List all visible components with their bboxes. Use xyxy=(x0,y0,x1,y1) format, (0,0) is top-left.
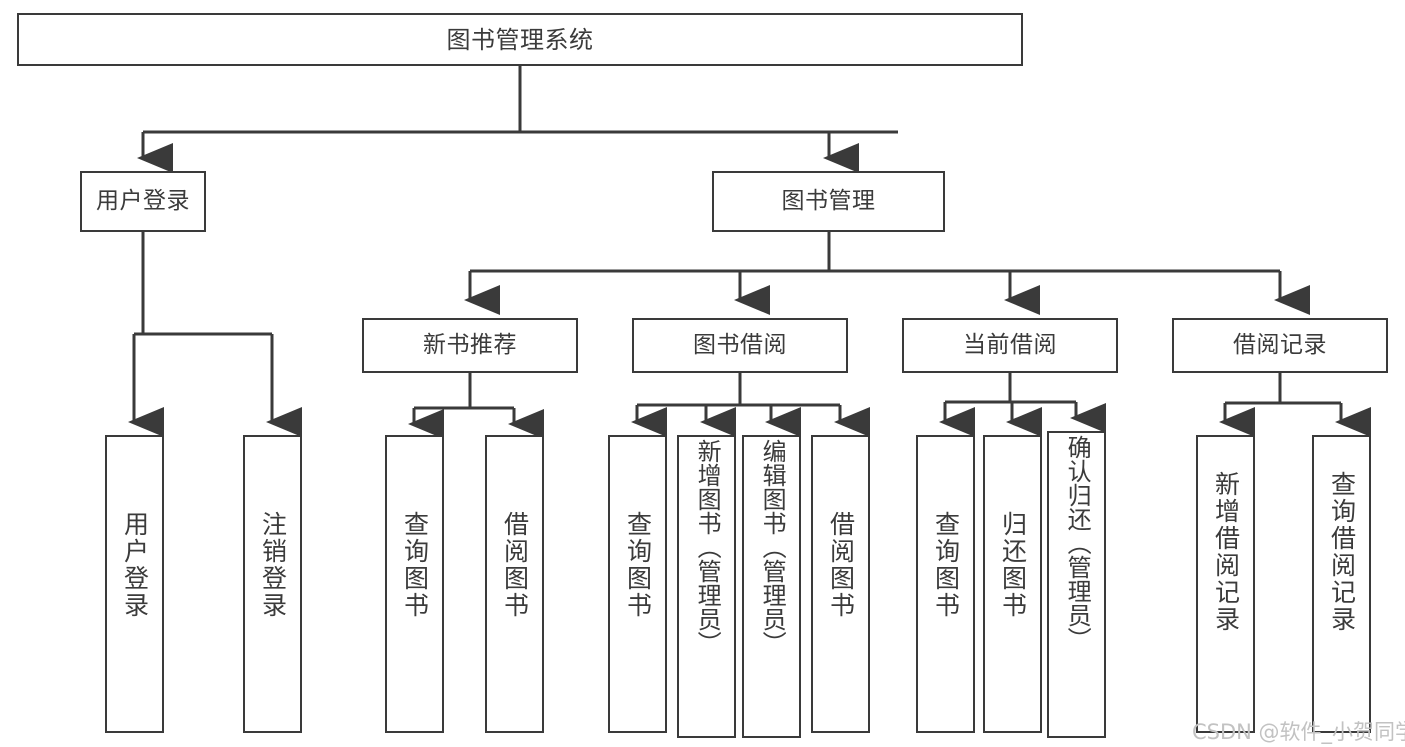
node-root[interactable]: 图书管理系统 xyxy=(17,13,1023,66)
leaf-logout-login[interactable]: 注销登录 xyxy=(243,435,302,733)
node-root-label: 图书管理系统 xyxy=(446,25,594,54)
leaf-borrow-book-2[interactable]: 借阅图书 xyxy=(811,435,870,733)
leaf-query-book-2[interactable]: 查询图书 xyxy=(608,435,667,733)
leaf-add-record[interactable]: 新增借阅记录 xyxy=(1196,435,1255,733)
leaf-confirm-return[interactable]: 确认归还（管理员） xyxy=(1047,431,1106,738)
node-borrow-record[interactable]: 借阅记录 xyxy=(1172,318,1388,373)
leaf-confirm-return-label: 确认归还（管理员） xyxy=(1063,435,1092,651)
node-book-manage-label: 图书管理 xyxy=(781,188,876,214)
node-current-borrow-label: 当前借阅 xyxy=(963,332,1057,358)
leaf-edit-book-label: 编辑图书（管理员） xyxy=(758,439,787,655)
leaf-user-login-label: 用户登录 xyxy=(120,511,150,619)
leaf-query-book-1[interactable]: 查询图书 xyxy=(385,435,444,733)
leaf-query-book-2-label: 查询图书 xyxy=(623,511,653,619)
leaf-return-book[interactable]: 归还图书 xyxy=(983,435,1042,733)
node-current-borrow[interactable]: 当前借阅 xyxy=(902,318,1118,373)
leaf-add-record-label: 新增借阅记录 xyxy=(1211,471,1241,633)
leaf-query-record-label: 查询借阅记录 xyxy=(1327,471,1357,633)
leaf-query-book-3[interactable]: 查询图书 xyxy=(916,435,975,733)
leaf-edit-book[interactable]: 编辑图书（管理员） xyxy=(742,435,801,738)
node-user-login-label: 用户登录 xyxy=(96,188,190,214)
leaf-query-book-3-label: 查询图书 xyxy=(931,511,961,619)
node-borrow-record-label: 借阅记录 xyxy=(1233,332,1327,358)
leaf-borrow-book-1[interactable]: 借阅图书 xyxy=(485,435,544,733)
node-book-borrow-label: 图书借阅 xyxy=(693,332,787,358)
leaf-borrow-book-2-label: 借阅图书 xyxy=(826,511,856,619)
leaf-query-record[interactable]: 查询借阅记录 xyxy=(1312,435,1371,733)
node-new-book-recommend-label: 新书推荐 xyxy=(423,332,517,358)
leaf-borrow-book-1-label: 借阅图书 xyxy=(500,511,530,619)
leaf-logout-login-label: 注销登录 xyxy=(258,511,288,619)
node-book-manage[interactable]: 图书管理 xyxy=(712,171,945,232)
leaf-add-book-label: 新增图书（管理员） xyxy=(693,439,722,655)
node-book-borrow[interactable]: 图书借阅 xyxy=(632,318,848,373)
leaf-add-book[interactable]: 新增图书（管理员） xyxy=(677,435,736,738)
node-user-login[interactable]: 用户登录 xyxy=(80,171,206,232)
leaf-query-book-1-label: 查询图书 xyxy=(400,511,430,619)
leaf-user-login[interactable]: 用户登录 xyxy=(105,435,164,733)
leaf-return-book-label: 归还图书 xyxy=(998,511,1028,619)
node-new-book-recommend[interactable]: 新书推荐 xyxy=(362,318,578,373)
